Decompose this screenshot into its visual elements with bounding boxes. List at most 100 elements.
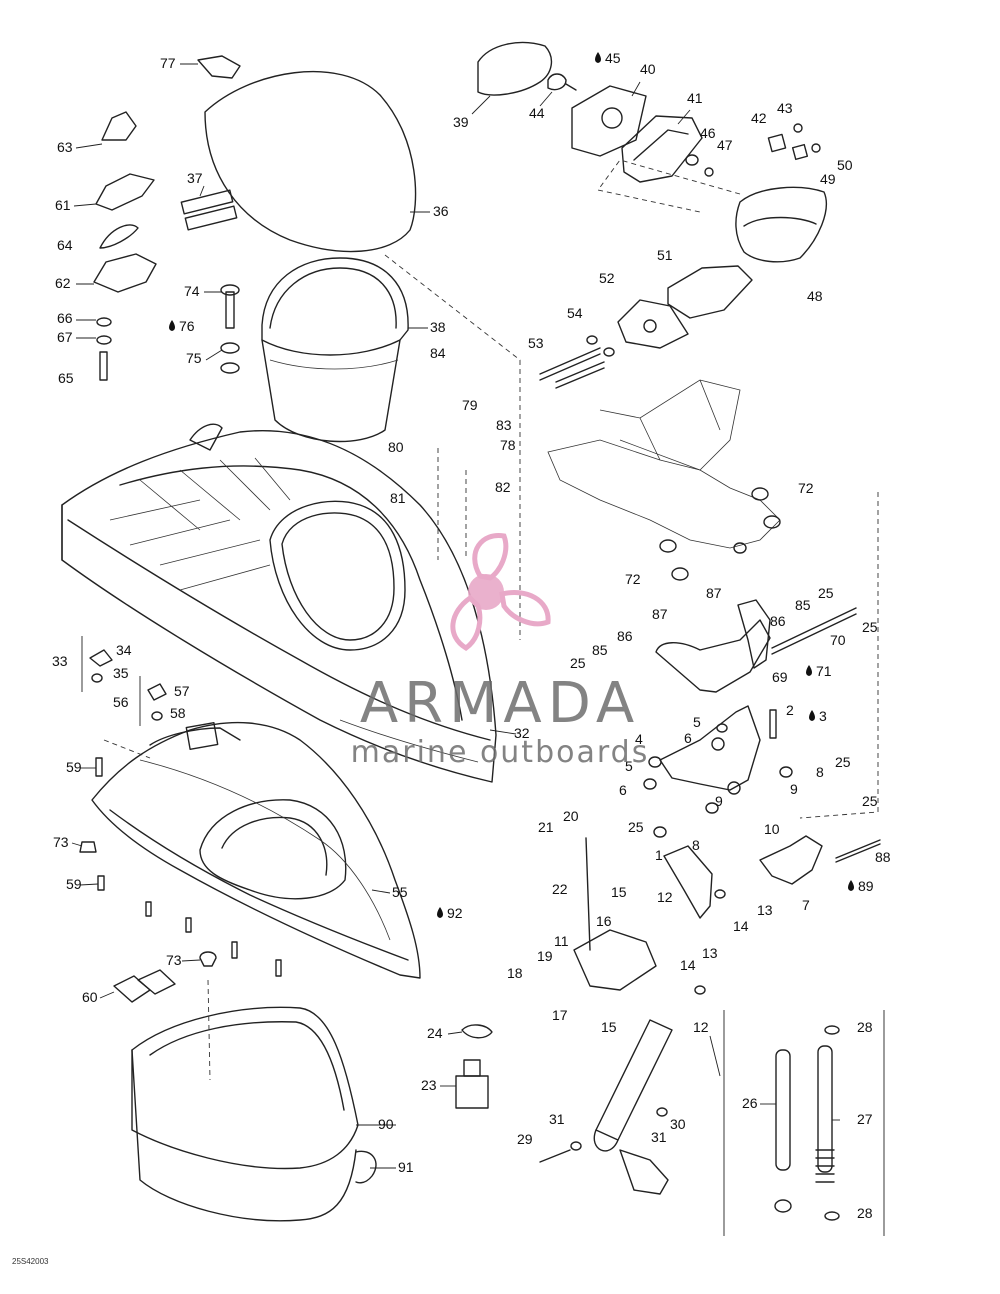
callout-label: 8 <box>816 764 824 780</box>
callout-label: 9 <box>715 793 723 809</box>
callout-label: 19 <box>537 948 553 964</box>
callout-label: 28 <box>857 1205 873 1221</box>
steering-frame-part <box>547 379 781 581</box>
callout-label: 11 <box>554 933 569 949</box>
callout-label: 14 <box>733 918 749 934</box>
callout-label: 70 <box>830 632 846 648</box>
callout-label: 49 <box>820 171 836 187</box>
oil-drop-icon <box>848 880 854 891</box>
callout-label: 84 <box>430 345 446 361</box>
callout-label: 82 <box>495 479 511 495</box>
callout-label: 72 <box>625 571 641 587</box>
lower-hull-part <box>91 721 421 979</box>
windshield-part <box>204 70 417 253</box>
callout-label: 69 <box>772 669 788 685</box>
callout-label: 61 <box>55 197 71 213</box>
callout-label: 67 <box>57 329 73 345</box>
callout-label: 25 <box>862 793 878 809</box>
callout-label: 42 <box>751 110 767 126</box>
callout-label: 86 <box>617 628 633 644</box>
callout-label: 35 <box>113 665 129 681</box>
callout-label: 91 <box>398 1159 414 1175</box>
callout-label: 62 <box>55 275 71 291</box>
callout-label: 65 <box>58 370 74 386</box>
callout-leaders <box>71 63 840 1169</box>
callout-label: 54 <box>567 305 583 321</box>
callout-label: 31 <box>549 1111 565 1127</box>
callout-label: 87 <box>706 585 722 601</box>
callout-label: 15 <box>601 1019 617 1035</box>
callout-label: 52 <box>599 270 615 286</box>
callout-label: 6 <box>619 782 627 798</box>
callout-label: 74 <box>184 283 200 299</box>
callout-label: 50 <box>837 157 853 173</box>
small-parts-left <box>93 55 241 381</box>
callout-label: 77 <box>160 55 176 71</box>
oil-drop-icon <box>595 52 601 63</box>
callout-label: 12 <box>657 889 673 905</box>
callout-label: 83 <box>496 417 512 433</box>
armada-watermark: ARMADA marine outboards <box>351 533 650 770</box>
callout-label: 44 <box>529 105 545 121</box>
callout-label: 37 <box>187 170 203 186</box>
callout-label: 33 <box>52 653 68 669</box>
callout-label: 78 <box>500 437 516 453</box>
callout-label: 79 <box>462 397 478 413</box>
callout-label: 90 <box>378 1116 394 1132</box>
callout-label: 36 <box>433 203 449 219</box>
oil-drop-icon <box>437 907 443 918</box>
callout-label: 76 <box>179 318 195 334</box>
callout-label: 25 <box>862 619 878 635</box>
watermark-tagline: marine outboards <box>351 735 650 770</box>
oil-drop-icon <box>806 665 812 676</box>
fasteners-lower-left <box>79 649 282 977</box>
callout-label: 34 <box>116 642 132 658</box>
oil-drop-icon <box>169 320 175 331</box>
steering-cover-group <box>477 41 827 389</box>
callout-label: 7 <box>802 897 810 913</box>
drawing-code: 25S42003 <box>12 1257 49 1266</box>
callout-label: 86 <box>770 613 786 629</box>
callout-label: 13 <box>757 902 773 918</box>
callout-label: 51 <box>657 247 673 263</box>
oil-drop-icon <box>809 710 815 721</box>
callout-label: 17 <box>552 1007 568 1023</box>
callout-label: 4 <box>635 731 643 747</box>
callout-label: 21 <box>538 819 554 835</box>
callout-label: 28 <box>857 1019 873 1035</box>
callout-label: 20 <box>563 808 579 824</box>
callout-label: 9 <box>790 781 798 797</box>
callout-label: 15 <box>611 884 627 900</box>
callout-label: 13 <box>702 945 718 961</box>
callout-label: 1 <box>655 847 663 863</box>
callout-label: 92 <box>447 905 463 921</box>
armada-propeller-logo <box>450 533 551 651</box>
callout-label: 63 <box>57 139 73 155</box>
bracket-lines <box>81 636 885 1236</box>
tilt-cylinder-group <box>539 1019 840 1221</box>
callout-label: 3 <box>819 708 827 724</box>
main-body-part <box>61 423 497 783</box>
callout-label: 18 <box>507 965 523 981</box>
callout-label: 73 <box>166 952 182 968</box>
callout-label: 55 <box>392 884 408 900</box>
callout-label: 27 <box>857 1111 873 1127</box>
callout-label: 29 <box>517 1131 533 1147</box>
callout-label: 38 <box>430 319 446 335</box>
callout-label: 58 <box>170 705 186 721</box>
callout-label: 12 <box>693 1019 709 1035</box>
callout-label: 60 <box>82 989 98 1005</box>
callout-label: 64 <box>57 237 73 253</box>
storage-tray-part <box>113 969 377 1222</box>
callout-label: 23 <box>421 1077 437 1093</box>
callout-label: 16 <box>596 913 612 929</box>
callout-label: 72 <box>798 480 814 496</box>
callout-label: 25 <box>818 585 834 601</box>
callout-label: 56 <box>113 694 129 710</box>
callout-label: 10 <box>764 821 780 837</box>
callout-label: 5 <box>625 758 633 774</box>
callout-label: 46 <box>700 125 716 141</box>
callout-label: 24 <box>427 1025 443 1041</box>
callout-label: 85 <box>592 642 608 658</box>
